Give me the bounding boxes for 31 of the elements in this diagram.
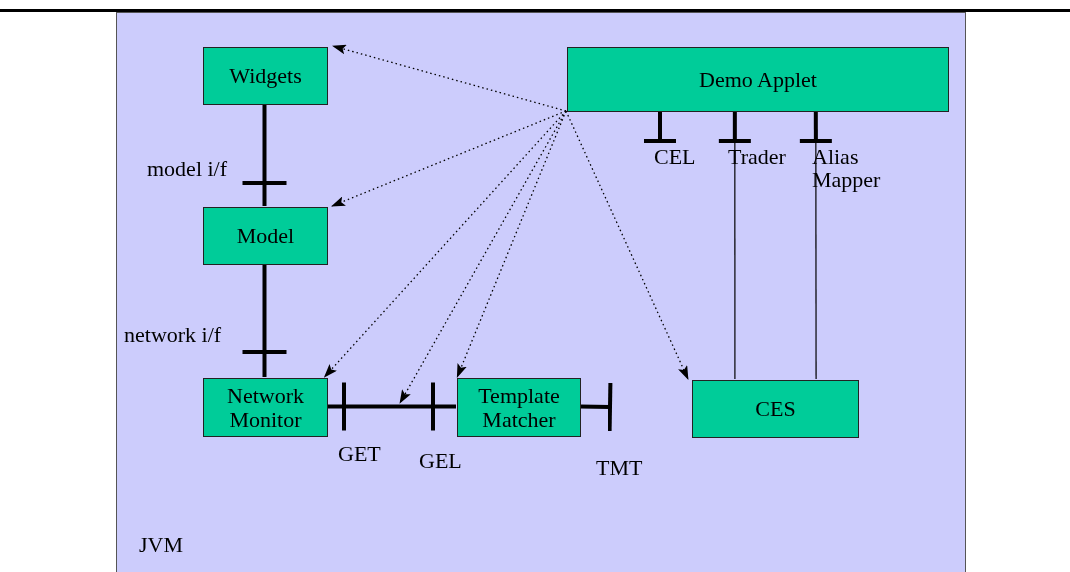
interface-connector bbox=[797, 109, 834, 380]
interface-connector bbox=[240, 264, 289, 377]
dotted-arrow bbox=[331, 110, 567, 207]
dotted-arrow bbox=[456, 110, 567, 378]
interface-label: TMT bbox=[596, 456, 644, 480]
dotted-arrow bbox=[565, 110, 689, 380]
interface-label: model i/f bbox=[147, 157, 229, 181]
component-name: Model bbox=[236, 224, 295, 248]
dotted-arrow bbox=[323, 110, 567, 378]
interface-connector bbox=[327, 380, 456, 433]
component-box bbox=[692, 380, 859, 438]
interface-label: CEL bbox=[654, 145, 697, 169]
component-box bbox=[203, 207, 328, 265]
interface-label: GET bbox=[338, 442, 382, 466]
interface-connector bbox=[579, 381, 613, 433]
component-box bbox=[203, 47, 328, 105]
interface-connector bbox=[642, 111, 678, 143]
component-name: CES bbox=[755, 397, 796, 421]
interface-connector bbox=[240, 104, 289, 206]
component-box bbox=[203, 378, 328, 437]
jvm-panel bbox=[116, 12, 966, 572]
interface-connector bbox=[716, 109, 753, 380]
component-name: Network Monitor bbox=[226, 384, 305, 431]
component-box bbox=[457, 378, 581, 437]
component-name: Demo Applet bbox=[699, 67, 817, 92]
component-name: Template Matcher bbox=[477, 384, 561, 431]
interface-label: network i/f bbox=[124, 323, 223, 347]
component-box bbox=[567, 47, 949, 112]
panel-title: JVM bbox=[139, 532, 183, 558]
interface-label: GEL bbox=[419, 449, 463, 473]
component-name: Widgets bbox=[229, 64, 302, 88]
